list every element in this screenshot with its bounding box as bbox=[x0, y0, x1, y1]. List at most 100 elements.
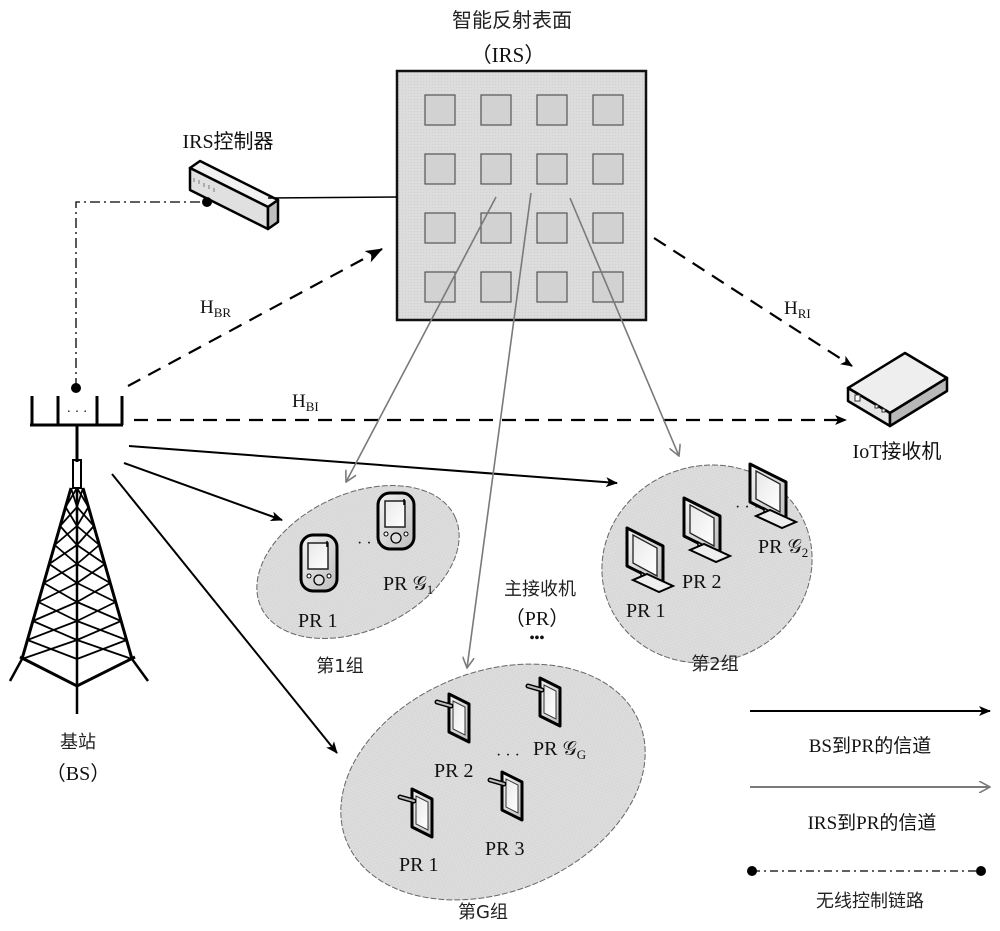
controller-irs-wire bbox=[267, 196, 398, 199]
group-2-pr-2: PR 2 bbox=[682, 571, 721, 593]
tower-brace bbox=[70, 487, 78, 508]
irs-controller: IRS控制器 bbox=[182, 130, 398, 231]
tower-brace bbox=[54, 544, 78, 565]
tower-brace bbox=[76, 525, 100, 546]
iot-receiver-label: IoT接收机 bbox=[853, 440, 942, 463]
tower-brace bbox=[76, 563, 106, 584]
irs-element bbox=[480, 94, 512, 126]
tower-brace bbox=[54, 525, 78, 546]
group-1: · · · PR 1 PR 𝒢1 第1组 bbox=[298, 491, 433, 677]
tower-brace bbox=[76, 601, 117, 622]
irs-element bbox=[424, 212, 456, 244]
bs-to-group-g bbox=[111, 473, 338, 754]
iot-receiver-icon bbox=[846, 351, 949, 428]
group-1-name: 第1组 bbox=[316, 656, 363, 677]
tower-brace bbox=[59, 525, 78, 546]
tower-brace bbox=[76, 487, 84, 508]
tower-brace bbox=[32, 601, 78, 622]
h-bi-label: HBI bbox=[292, 391, 319, 414]
base-station: · · · 基站 （BS） bbox=[8, 396, 150, 785]
tower-brace bbox=[64, 487, 78, 508]
tower-brace bbox=[76, 582, 111, 603]
irs-title: 智能反射表面 bbox=[452, 8, 572, 32]
antenna-dots: · · · bbox=[67, 405, 88, 420]
irs-element bbox=[424, 271, 456, 303]
base-station-label: 基站 bbox=[60, 732, 96, 753]
bs-pr-channels bbox=[111, 445, 618, 754]
tower-brace bbox=[48, 563, 78, 584]
tower-brace bbox=[32, 620, 78, 641]
primary-receivers-label: 主接收机 （PR） ••• bbox=[504, 579, 576, 646]
tower-brace bbox=[64, 506, 78, 527]
tower-brace bbox=[76, 487, 90, 508]
group-2-pr-g: PR 𝒢2 bbox=[758, 536, 808, 560]
group-g-pr-3: PR 3 bbox=[485, 838, 524, 860]
controller-label-text: IRS控制器 bbox=[182, 130, 273, 153]
irs-element bbox=[592, 153, 624, 185]
group-2-ellipsis: · · · bbox=[735, 499, 759, 516]
tower-brace bbox=[76, 506, 95, 527]
tower-brace bbox=[76, 639, 133, 660]
group-g-ellipsis: · · · bbox=[496, 747, 520, 764]
irs-to-group-2 bbox=[569, 197, 679, 456]
legend-label-bs-pr: BS到PR的信道 bbox=[809, 735, 931, 757]
tower-brace bbox=[76, 506, 90, 527]
irs-element bbox=[480, 212, 512, 244]
group-2-name: 第2组 bbox=[691, 654, 738, 675]
legend-item-bs-pr: BS到PR的信道 bbox=[750, 706, 991, 757]
pr-dots: ••• bbox=[530, 631, 545, 646]
legend-item-control: 无线控制链路 bbox=[747, 866, 986, 912]
bs-to-group-2 bbox=[128, 445, 618, 488]
irs-element bbox=[424, 153, 456, 185]
group-g-pr-1: PR 1 bbox=[399, 854, 438, 876]
irs-panel: 智能反射表面 （IRS） bbox=[395, 8, 648, 322]
pda-icon bbox=[299, 533, 339, 593]
irs-to-group-g bbox=[467, 192, 532, 668]
tower-brace bbox=[76, 563, 111, 584]
group-g-pr-2: PR 2 bbox=[434, 760, 473, 782]
tower-brace bbox=[76, 544, 106, 565]
irs-element bbox=[592, 94, 624, 126]
antenna-array-icon bbox=[30, 396, 124, 462]
irs-element bbox=[536, 212, 568, 244]
group-g-pr-g: PR 𝒢G bbox=[533, 738, 586, 762]
controller-label: IRS控制器 bbox=[182, 130, 273, 153]
group-g-name: 第G组 bbox=[458, 902, 508, 923]
tower-brace bbox=[76, 601, 122, 622]
irs-pr-channels bbox=[346, 192, 679, 668]
group-1-ellipsis: · · · bbox=[357, 535, 381, 552]
irs-element bbox=[480, 271, 512, 303]
tower-brace bbox=[76, 582, 117, 603]
tower-brace bbox=[76, 620, 127, 641]
iot-receiver: IoT接收机 bbox=[846, 351, 949, 463]
irs-element bbox=[536, 153, 568, 185]
channel-h-bi: HBI bbox=[134, 391, 847, 425]
legend-label-irs-pr: IRS到PR的信道 bbox=[808, 812, 937, 834]
tower-brace bbox=[21, 639, 78, 660]
tower-brace bbox=[43, 582, 78, 603]
irs-abbr: （IRS） bbox=[471, 43, 546, 67]
tower-brace bbox=[76, 525, 95, 546]
group-2-pr-1: PR 1 bbox=[626, 600, 665, 622]
group-2: · · · PR 1 PR 2 PR 𝒢2 第2组 bbox=[625, 462, 808, 675]
h-ri-label: HRI bbox=[784, 298, 811, 321]
bs-to-group-1 bbox=[123, 462, 283, 521]
irs-element bbox=[480, 153, 512, 185]
group-1-pr-g: PR 𝒢1 bbox=[383, 573, 433, 597]
h-br-label: HBR bbox=[200, 297, 231, 320]
controller-device-icon bbox=[188, 159, 280, 231]
pda-icon bbox=[376, 491, 416, 551]
tower-brace bbox=[27, 620, 78, 641]
pr-abbr: （PR） bbox=[505, 607, 569, 630]
irs-element bbox=[592, 212, 624, 244]
legend: BS到PR的信道 IRS到PR的信道 无线控制链路 bbox=[747, 706, 991, 912]
tower-brace bbox=[37, 582, 78, 603]
channel-h-ri: HRI bbox=[653, 237, 853, 367]
tower-brace bbox=[37, 601, 78, 622]
group-1-pr-1: PR 1 bbox=[298, 610, 337, 632]
tower-icon bbox=[8, 459, 150, 714]
irs-element-grid bbox=[424, 94, 624, 303]
tower-brace bbox=[43, 563, 78, 584]
tower-brace bbox=[48, 544, 78, 565]
